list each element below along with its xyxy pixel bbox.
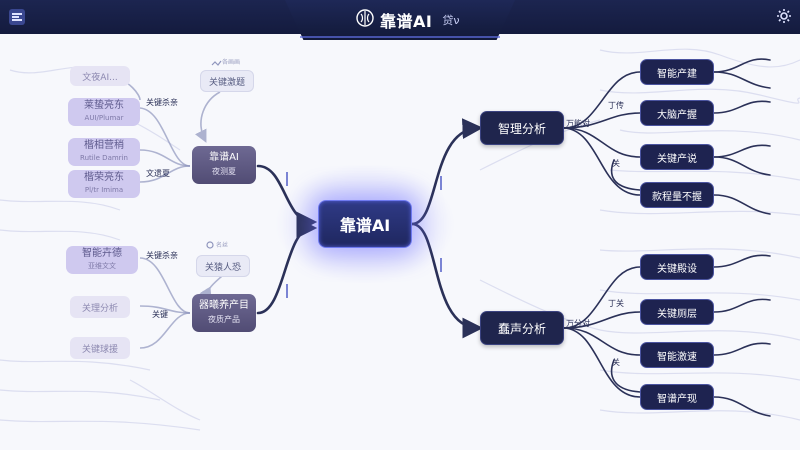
left-upper-purple-node[interactable]: 楷荣亮东 Pl/tr Imima xyxy=(68,170,140,198)
left-lower-node[interactable]: 器曦养产目 夜质产品 xyxy=(192,294,256,332)
leaf-node[interactable]: 智能激速 xyxy=(640,342,714,368)
left-upper-top-caption: 各画画 xyxy=(222,59,241,66)
connector-left-lower-to-center xyxy=(256,217,318,315)
sparkle-icon xyxy=(210,56,224,75)
leaf-node-label: 智能激速 xyxy=(657,351,697,363)
leaf-node[interactable]: 关键厕层 xyxy=(640,299,714,325)
branch-2-connector-label: 万分对 xyxy=(566,319,590,328)
left-upper-edge-label-1: 关键杀亲 xyxy=(146,98,178,107)
accent-tick xyxy=(286,284,288,298)
left-lower-pale-node[interactable]: 关键球援 xyxy=(70,337,130,359)
left-lower-bubble[interactable]: 关猿人恐 xyxy=(196,255,250,277)
connector-b1-leaf-3 xyxy=(563,127,641,158)
leaf-node-label: 关键厕层 xyxy=(657,308,697,320)
branch-node-2[interactable]: 蠢声分析 xyxy=(480,311,564,345)
connector-b2-leaf-4 xyxy=(563,327,641,398)
accent-tick xyxy=(286,172,288,186)
left-lower-node-subtitle: 夜质产品 xyxy=(208,315,240,324)
left-lower-pale-node[interactable]: 关理分析 xyxy=(70,296,130,318)
leaf-node-label: 关键殿设 xyxy=(657,263,697,275)
branch-1-leaf-label-1: 丁传 xyxy=(608,101,624,110)
connector-b1-inner xyxy=(610,159,641,191)
left-upper-purple-node[interactable]: 莱蛰亮东 AUI/Plumar xyxy=(68,98,140,126)
left-lower-pale-node-label: 关键球援 xyxy=(81,344,118,355)
gear-icon[interactable] xyxy=(776,8,792,28)
left-lower-pale-node-label: 关理分析 xyxy=(81,303,118,314)
center-node[interactable]: 靠谱AI xyxy=(318,200,412,248)
left-lower-edge-label-1: 关键杀亲 xyxy=(146,251,178,260)
connector-b1-leaf-4 xyxy=(563,127,641,196)
connector-b2-leaf-1 xyxy=(563,266,641,329)
app-brand: 靠谱AI 贷ν xyxy=(356,8,460,32)
connector-center-to-branch-2 xyxy=(410,222,484,339)
left-upper-pale-node[interactable]: 文夜AI... xyxy=(70,66,130,86)
left-lower-bubble-label: 关猿人恐 xyxy=(204,262,241,273)
menu-icon[interactable] xyxy=(8,8,26,30)
left-upper-pale-node-label: 文夜AI... xyxy=(82,72,118,83)
connector-center-to-branch-1 xyxy=(410,118,484,226)
leaf-node-label: 关键产说 xyxy=(657,153,697,165)
leaf-node[interactable]: 关键产说 xyxy=(640,144,714,170)
left-upper-node-subtitle: 夜测夏 xyxy=(212,167,236,176)
connector-b2-inner xyxy=(610,359,641,393)
branch-1-connector-label: 万能对 xyxy=(566,119,590,128)
header-accent-line xyxy=(300,36,500,38)
connector-b2-leaf-2 xyxy=(563,311,641,329)
leaf-node[interactable]: 关键殿设 xyxy=(640,254,714,280)
accent-tick xyxy=(440,176,442,190)
purple-node-subtitle: Pl/tr Imima xyxy=(84,186,124,194)
sparkle-icon xyxy=(204,236,218,255)
header-title-tab xyxy=(285,0,515,40)
center-node-label: 靠谱AI xyxy=(339,216,391,235)
left-lower-top-caption: 名丝 xyxy=(216,242,229,249)
connector-b1-leaf-2 xyxy=(563,112,641,129)
branch-node-label: 智理分析 xyxy=(497,121,546,136)
leaf-node[interactable]: 智谱产现 xyxy=(640,384,714,410)
leaf-node-label: 智能产建 xyxy=(657,68,697,80)
branch-1-leaf-label-2: 关 xyxy=(612,159,620,168)
left-lower-edge-label-2: 关键 xyxy=(152,310,168,319)
left-upper-node-title: 靠谱AI xyxy=(209,152,239,163)
branch-2-leaf-label-1: 丁关 xyxy=(608,299,624,308)
purple-node-subtitle: 亚维文文 xyxy=(88,262,116,270)
purple-node-title: 智能卉德 xyxy=(82,248,122,259)
left-lower-node-title: 器曦养产目 xyxy=(199,300,249,311)
left-lower-purple-node[interactable]: 智能卉德 亚维文文 xyxy=(66,246,138,274)
app-subtitle: 贷ν xyxy=(442,14,460,27)
leaf-node-label: 大脑产握 xyxy=(657,109,697,121)
branch-node-1[interactable]: 智理分析 xyxy=(480,111,564,145)
connector-b2-leaf-3 xyxy=(563,327,641,356)
brain-icon xyxy=(356,9,374,31)
branch-node-label: 蠢声分析 xyxy=(497,321,546,336)
leaf-node-label: 款程量不握 xyxy=(652,191,702,203)
leaf-node[interactable]: 款程量不握 xyxy=(640,182,714,208)
purple-node-title: 楷荣亮东 xyxy=(84,172,124,183)
left-upper-node[interactable]: 靠谱AI 夜测夏 xyxy=(192,146,256,184)
leaf-node-label: 智谱产现 xyxy=(657,393,697,405)
app-title: 靠谱AI xyxy=(380,12,433,31)
left-upper-edge-label-2: 文遗夏 xyxy=(146,169,170,178)
purple-node-title: 楷相营稍 xyxy=(84,140,124,151)
left-upper-purple-node[interactable]: 楷相营稍 Rutile Damrin xyxy=(68,138,140,166)
purple-node-subtitle: Rutile Damrin xyxy=(80,154,128,162)
left-upper-bubble-label: 关键激题 xyxy=(208,77,245,88)
background-decoration xyxy=(0,48,800,431)
purple-node-subtitle: AUI/Plumar xyxy=(84,114,124,122)
left-upper-bubble[interactable]: 关键激题 xyxy=(200,70,254,92)
purple-node-title: 莱蛰亮东 xyxy=(84,100,124,111)
leaf-node[interactable]: 大脑产握 xyxy=(640,100,714,126)
accent-tick xyxy=(440,258,442,272)
connector-b1-leaf-1 xyxy=(563,71,641,129)
branch-2-leaf-label-2: 关 xyxy=(612,358,620,367)
leaf-node[interactable]: 智能产建 xyxy=(640,59,714,85)
